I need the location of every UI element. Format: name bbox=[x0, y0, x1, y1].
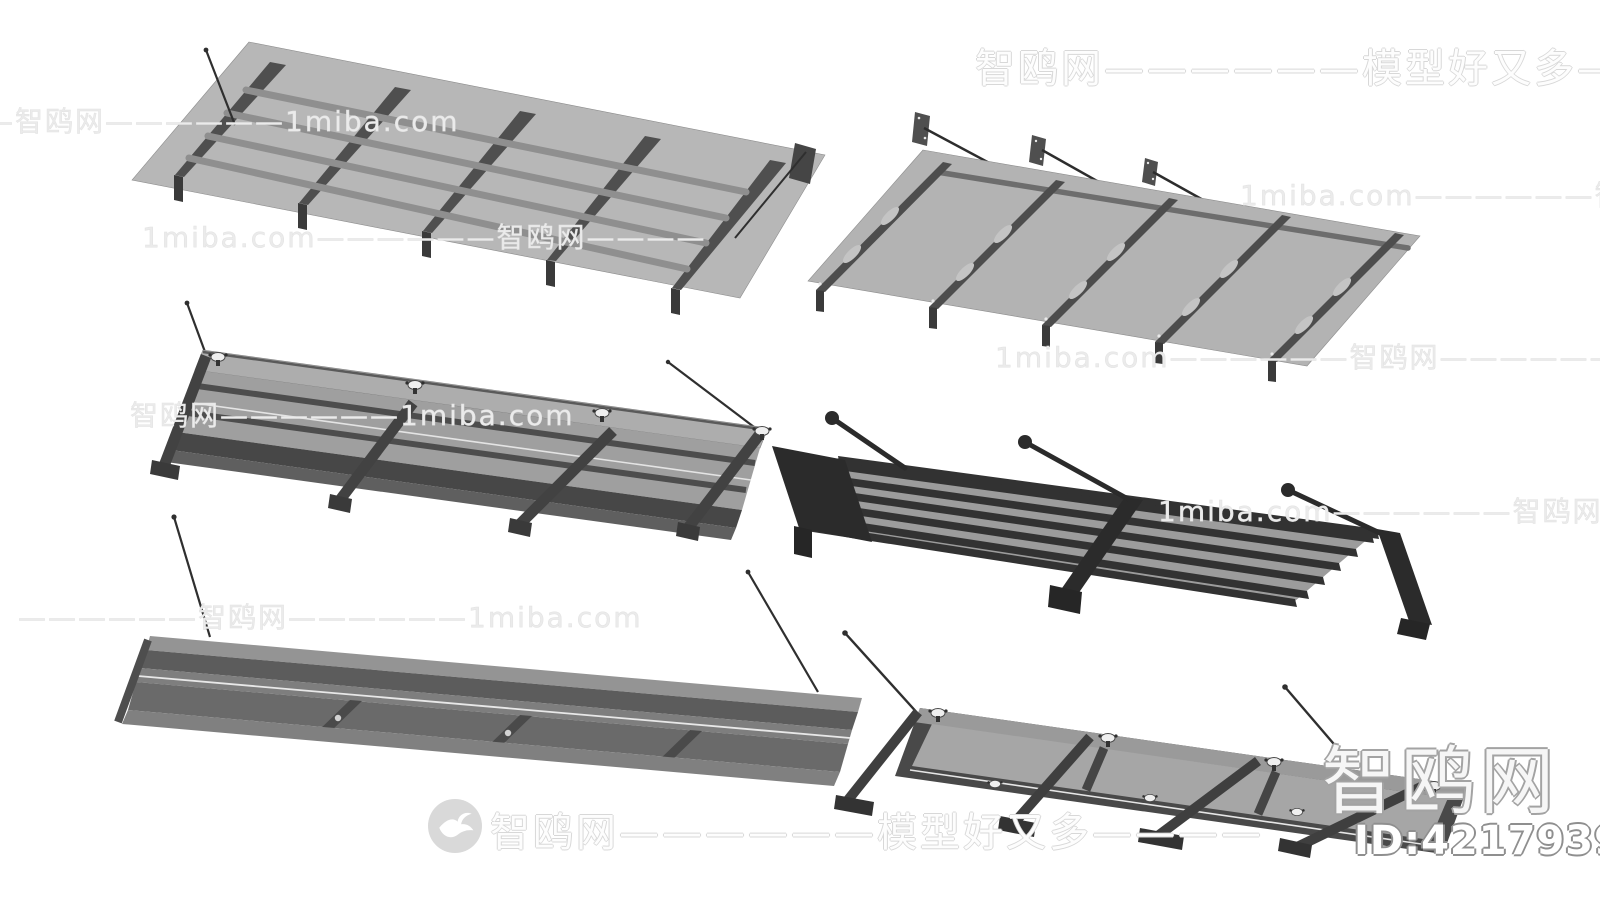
brand-logo-text: 智鸥网 bbox=[1322, 739, 1559, 825]
watermark-banner-bottom: 智鸥网——————模型好又多———— bbox=[490, 810, 1264, 856]
rod-balls bbox=[825, 411, 1295, 497]
watermark-row: —智鸥网——————1miba.com bbox=[0, 105, 460, 139]
deck-underside bbox=[128, 682, 848, 772]
logo-badge bbox=[428, 799, 482, 853]
end-bracket bbox=[734, 143, 816, 239]
watermark-row: ——————智鸥网——————1miba.com bbox=[18, 601, 643, 635]
wall-mount-plates bbox=[912, 112, 1158, 186]
watermark-row: 1miba.com——————智鸥网——————1miba.com bbox=[995, 341, 1600, 375]
support-rod-right bbox=[745, 569, 819, 693]
downlight bbox=[334, 714, 342, 722]
glass-panel bbox=[912, 724, 1448, 840]
ball-support-rods bbox=[829, 415, 1385, 537]
watermark-row: 1miba.com——————智鸥网———— bbox=[1158, 495, 1600, 529]
frame-top-face bbox=[914, 708, 1468, 800]
glass-clamps bbox=[208, 352, 772, 440]
front-rail bbox=[171, 432, 742, 528]
canopy-model-5 bbox=[114, 514, 862, 786]
beam-feet bbox=[834, 795, 1312, 858]
cross-beams bbox=[158, 354, 765, 532]
support-rod bbox=[171, 514, 212, 638]
front-skirt bbox=[166, 450, 736, 540]
model-id-text: ID:421793946 bbox=[1354, 818, 1600, 864]
glass-mullions bbox=[1081, 746, 1281, 816]
long-tie-rod bbox=[665, 359, 759, 431]
blade-fittings bbox=[818, 282, 1274, 356]
support-rod-right bbox=[1282, 684, 1346, 758]
watermark-row: 1miba.com——————智鸥网———— bbox=[1240, 179, 1600, 213]
watermark-banner-top: 智鸥网——————模型好又多———— bbox=[975, 46, 1600, 92]
deck-highlight bbox=[137, 675, 851, 739]
deck-top-face bbox=[146, 636, 862, 712]
deck-bottom-lip bbox=[122, 710, 840, 786]
beam-feet bbox=[150, 460, 700, 541]
deck-left-end bbox=[114, 638, 152, 724]
support-rod bbox=[842, 630, 921, 717]
downlight bbox=[504, 729, 512, 737]
edge-tube bbox=[934, 169, 1411, 251]
glass-clamps bbox=[928, 708, 1444, 795]
bay-fittings bbox=[987, 779, 1305, 817]
louver-slats bbox=[798, 456, 1379, 607]
cross-beams bbox=[844, 708, 1428, 853]
watermark-row: 智鸥网——————1miba.com bbox=[130, 399, 575, 433]
deck-fascia bbox=[136, 668, 852, 744]
canopy-model-4 bbox=[772, 411, 1432, 640]
canopy-tubes bbox=[185, 86, 750, 273]
canopy-model-1 bbox=[131, 41, 826, 315]
support-rod bbox=[203, 47, 237, 126]
watermark-row: 1miba.com——————智鸥网———— bbox=[142, 221, 707, 255]
blade-holes bbox=[842, 206, 1352, 335]
seagull-logo-icon bbox=[439, 812, 474, 838]
blade-feet bbox=[816, 290, 1276, 382]
canopy-model-6 bbox=[834, 630, 1468, 858]
end-caps bbox=[772, 446, 1432, 640]
deck-rail-front bbox=[140, 650, 858, 730]
canopy-model-3 bbox=[150, 300, 772, 541]
canopy-model-2 bbox=[807, 112, 1421, 382]
rib-feet bbox=[174, 175, 680, 315]
